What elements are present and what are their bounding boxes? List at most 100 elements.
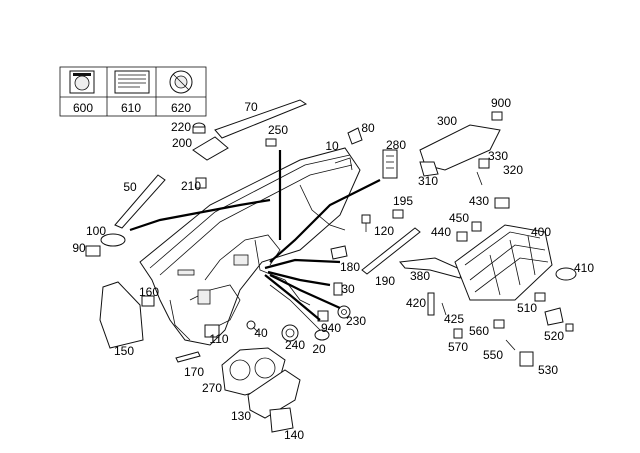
part-200-grille	[192, 136, 229, 161]
part-520	[544, 307, 564, 326]
part-70-trim	[214, 99, 308, 139]
label-440: 440	[431, 225, 451, 239]
label-120: 120	[374, 224, 394, 238]
legend-label-620: 620	[171, 101, 191, 115]
part-420	[427, 292, 435, 316]
part-190-strip	[361, 227, 421, 275]
label-20: 20	[312, 342, 326, 356]
label-160: 160	[139, 285, 159, 299]
label-330: 330	[488, 149, 508, 163]
label-560: 560	[469, 324, 489, 338]
part-400-glove-box	[454, 224, 553, 301]
label-280: 280	[386, 138, 406, 152]
document-label-icon	[114, 70, 150, 94]
label-510: 510	[517, 301, 537, 315]
part-20	[314, 329, 330, 341]
label-940: 940	[321, 321, 341, 335]
part-150-side-panel	[99, 281, 144, 349]
label-180: 180	[340, 260, 360, 274]
label-195: 195	[393, 194, 413, 208]
part-550	[505, 339, 516, 351]
part-430	[494, 197, 510, 209]
part-120	[361, 214, 371, 232]
part-240	[281, 324, 299, 342]
part-80	[347, 127, 363, 145]
label-80: 80	[361, 121, 375, 135]
part-220	[192, 122, 206, 134]
label-530: 530	[538, 363, 558, 377]
label-90: 90	[72, 241, 86, 255]
label-200: 200	[172, 136, 192, 150]
round-sticker-icon	[69, 70, 95, 94]
part-440	[456, 231, 468, 242]
part-510	[534, 292, 546, 302]
part-10-edge	[334, 157, 353, 171]
label-40: 40	[254, 326, 268, 340]
airbag-warning-icon	[169, 70, 193, 94]
label-110: 110	[209, 332, 228, 346]
label-170: 170	[184, 365, 204, 379]
part-90	[85, 245, 101, 257]
label-450: 450	[449, 211, 469, 225]
label-570: 570	[448, 340, 468, 354]
part-110	[204, 324, 220, 338]
part-labels: 70 220 250 200 80 10 280 300 900 330 310…	[72, 96, 594, 442]
part-210	[195, 177, 207, 189]
label-550: 550	[483, 348, 503, 362]
legend-label-600: 600	[73, 101, 93, 115]
label-300: 300	[437, 114, 457, 128]
label-220: 220	[171, 120, 191, 134]
part-425	[441, 302, 447, 316]
label-900: 900	[491, 96, 511, 110]
part-195	[392, 209, 404, 219]
part-560	[493, 319, 505, 329]
part-450	[471, 221, 482, 232]
part-160	[141, 295, 155, 307]
label-130: 130	[231, 409, 251, 423]
part-330	[478, 158, 490, 169]
part-40-screw	[246, 320, 259, 333]
label-380: 380	[410, 269, 430, 283]
label-210: 210	[181, 179, 201, 193]
label-10: 10	[325, 139, 339, 153]
part-170-strip	[175, 351, 201, 363]
part-410	[555, 267, 577, 281]
label-320: 320	[503, 163, 523, 177]
label-520: 520	[544, 329, 564, 343]
part-30	[333, 282, 343, 296]
label-190: 190	[375, 274, 395, 288]
part-230	[337, 305, 351, 319]
label-50: 50	[123, 180, 137, 194]
part-250	[265, 138, 277, 147]
leader-lines	[129, 150, 381, 321]
part-50-trim	[114, 174, 166, 229]
label-150: 150	[114, 344, 134, 358]
label-240: 240	[285, 338, 305, 352]
part-940	[317, 310, 329, 322]
label-270: 270	[202, 381, 222, 395]
label-425: 425	[444, 312, 464, 326]
label-410: 410	[574, 261, 594, 275]
part-900	[491, 111, 503, 121]
label-250: 250	[268, 123, 288, 137]
part-310	[419, 161, 439, 177]
part-130-cover	[247, 369, 301, 419]
dashboard-body	[139, 147, 361, 346]
part-570	[453, 328, 463, 339]
part-380-bracket	[399, 257, 463, 279]
label-420: 420	[406, 296, 426, 310]
part-280-vent	[382, 149, 398, 179]
label-30: 30	[341, 282, 355, 296]
label-140: 140	[284, 428, 304, 442]
label-310: 310	[418, 174, 438, 188]
label-400: 400	[531, 225, 551, 239]
part-100	[100, 233, 126, 247]
part-180	[330, 245, 348, 260]
label-230: 230	[346, 314, 366, 328]
legend-label-610: 610	[121, 101, 141, 115]
label-70: 70	[244, 100, 258, 114]
part-140-switch	[269, 407, 294, 433]
legend-box: 600 610 620	[59, 66, 207, 117]
